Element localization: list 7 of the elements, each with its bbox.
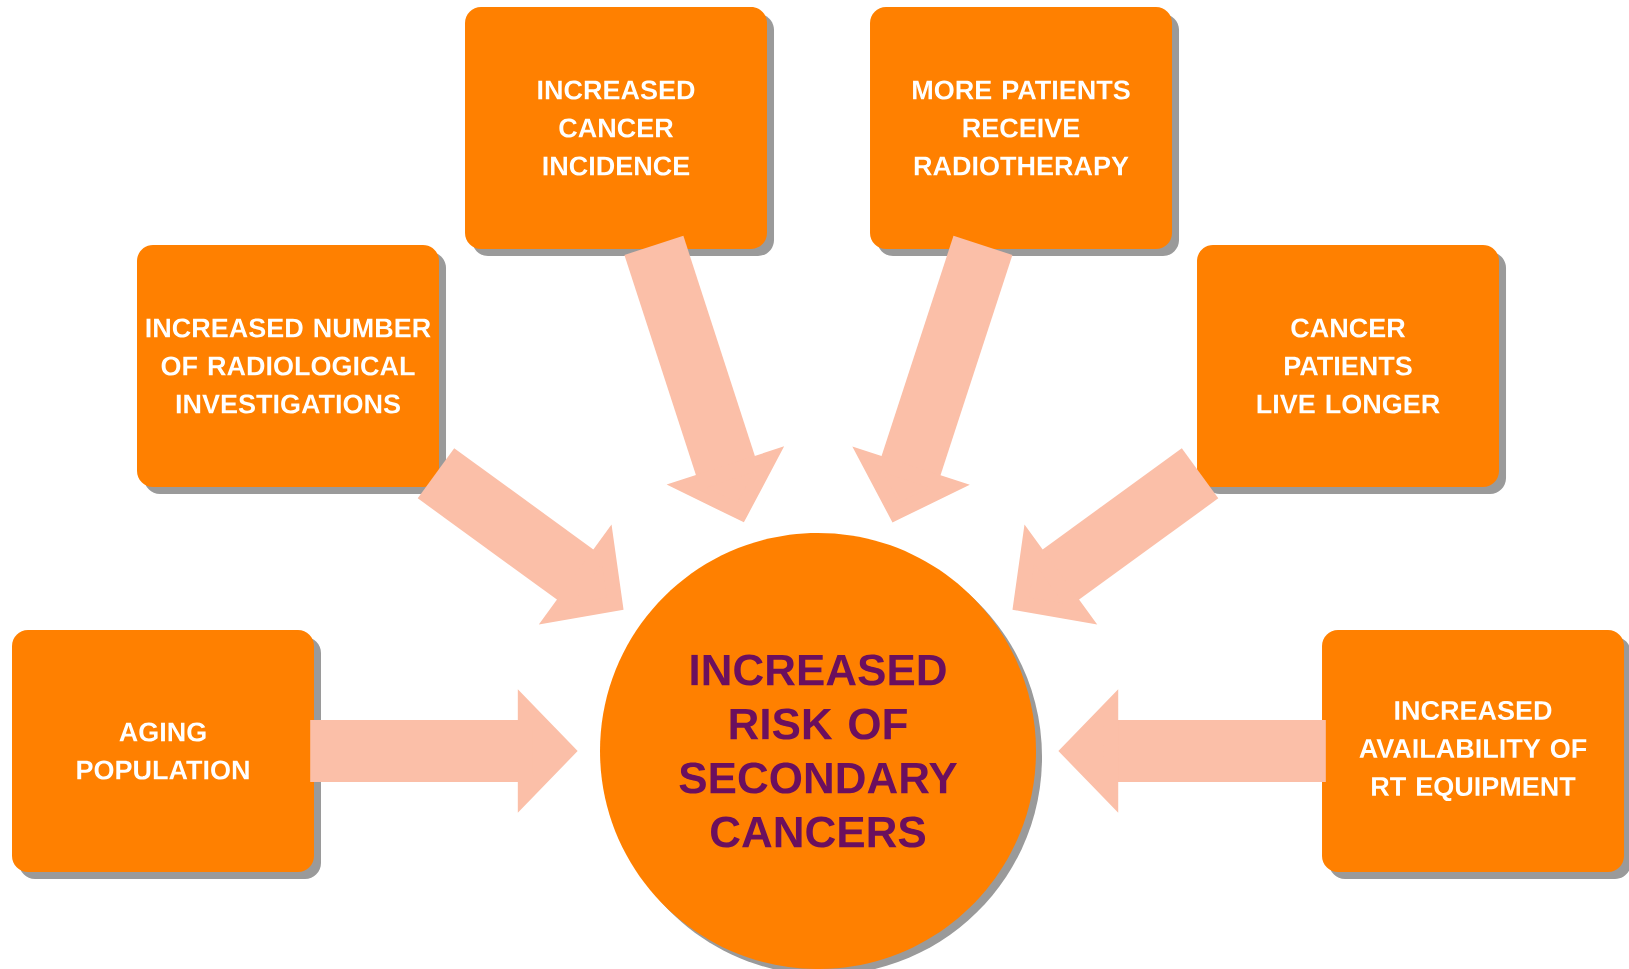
cause-box: INCREASED CANCER INCIDENCE	[465, 7, 774, 256]
cause-box: MORE PATIENTS RECEIVE RADIOTHERAPY	[870, 7, 1179, 256]
cause-box: INCREASED AVAILABILITY OF RT EQUIPMENT	[1322, 630, 1629, 879]
cause-box: INCREASED NUMBER OF RADIOLOGICAL INVESTIGATIONS	[137, 245, 446, 494]
circle-node: INCREASED RISK OF SECONDARY CANCERS	[600, 533, 1042, 969]
cause-box: CANCER PATIENTS LIVE LONGER	[1197, 245, 1506, 494]
cause-box: AGING POPULATION	[12, 630, 321, 879]
